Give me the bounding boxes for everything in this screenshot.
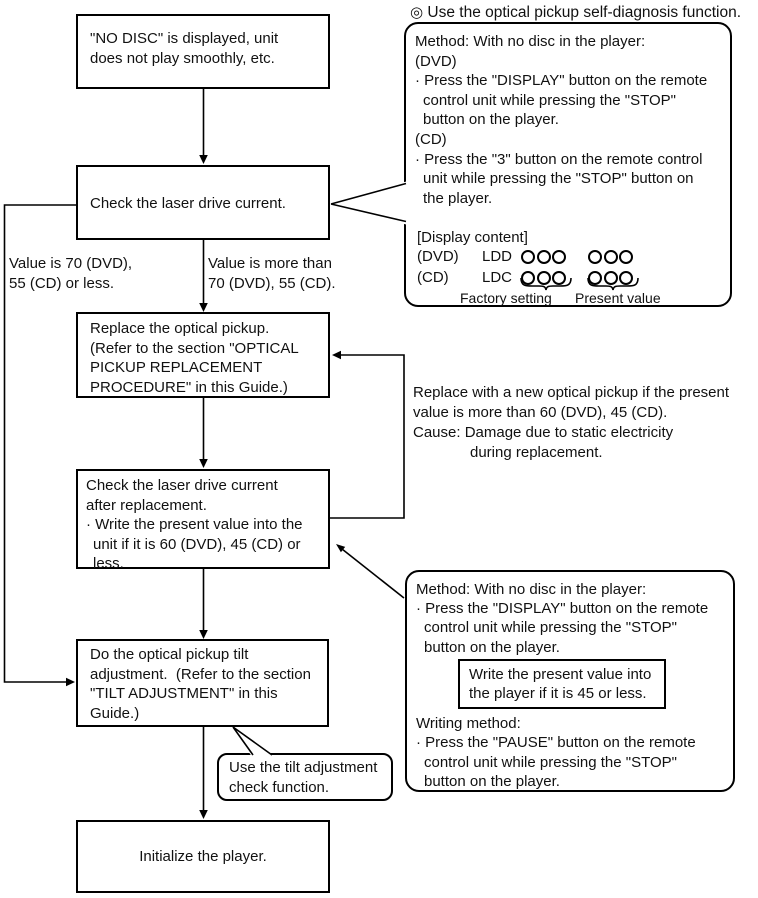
value-digit-circle: [552, 250, 567, 264]
write-value-inner-box: Write the present value into the player …: [458, 658, 666, 710]
legend-factory-setting: Factory setting: [460, 290, 552, 306]
flow-box-no-disc: "NO DISC" is displayed, unit does not pl…: [76, 14, 330, 89]
value-digit-circle: [619, 250, 634, 264]
present-value-digits: [588, 250, 637, 264]
value-digit-circle: [603, 250, 618, 264]
flow-box-check-current: Check the laser drive current.: [76, 165, 330, 240]
factory-setting-digits: [521, 271, 570, 285]
value-digit-circle: [536, 271, 551, 285]
flow-box-initialize: Initialize the player.: [76, 820, 330, 893]
write-method-bubble: Method: With no disc in the player: · Pr…: [405, 570, 735, 792]
arrowhead-up-left: [336, 544, 346, 553]
arrowhead-down: [199, 630, 208, 639]
arrowhead-left: [332, 350, 341, 360]
factory-setting-digits: [521, 250, 570, 264]
speech-tail-diagnosis: [330, 181, 408, 225]
flow-box-no-disc-line: "NO DISC" is displayed, unit: [90, 30, 279, 47]
replace-loop-note: Replace with a new optical pickup if the…: [413, 384, 730, 461]
value-digit-circle: [521, 250, 535, 264]
value-digit-circle: [603, 271, 618, 285]
display-content-block: [Display content] (DVD)LDD (CD)LDC Facto…: [417, 228, 717, 306]
diagnosis-method-bubble: Method: With no disc in the player: (DVD…: [404, 22, 732, 307]
page-title: ◎ Use the optical pickup self-diagnosis …: [410, 3, 741, 22]
flow-box-replace-pickup: Replace the optical pickup. (Refer to th…: [76, 312, 330, 398]
arrowhead-down: [199, 459, 208, 468]
value-digit-circle: [588, 271, 602, 285]
display-row-dvd: (DVD)LDD: [417, 248, 637, 266]
present-value-digits: [588, 271, 637, 285]
branch-label-right: Value is more than 70 (DVD), 55 (CD).: [208, 255, 336, 292]
arrowhead-right: [66, 677, 75, 687]
value-digit-circle: [552, 271, 567, 285]
flow-box-no-disc-line: does not play smoothly, etc.: [90, 49, 275, 67]
bullseye-icon: ◎: [410, 4, 424, 21]
arrowhead-down: [199, 303, 208, 312]
value-digit-circle: [588, 250, 602, 264]
value-digit-circle: [536, 250, 551, 264]
display-content-header: [Display content]: [417, 229, 528, 246]
flow-box-check-current-label: Check the laser drive current.: [90, 195, 286, 212]
flow-box-check-after: Check the laser drive current after repl…: [76, 469, 330, 572]
underbrace-icon: [587, 277, 639, 291]
underbrace-icon: [520, 277, 572, 291]
legend-present-value: Present value: [575, 290, 661, 306]
arrowhead-down: [199, 155, 208, 164]
arrowhead-down: [199, 810, 208, 819]
tilt-check-bubble: Use the tilt adjustment check function.: [217, 753, 393, 801]
page-title-text: Use the optical pickup self-diagnosis fu…: [423, 4, 742, 21]
value-digit-circle: [619, 271, 634, 285]
branch-label-left: Value is 70 (DVD), 55 (CD) or less.: [9, 255, 133, 292]
value-digit-circle: [521, 271, 535, 285]
flow-box-initialize-label: Initialize the player.: [139, 847, 267, 865]
display-row-cd: (CD)LDC: [417, 269, 637, 287]
flow-box-tilt-adjustment: Do the optical pickup tilt adjustment. (…: [76, 639, 329, 727]
